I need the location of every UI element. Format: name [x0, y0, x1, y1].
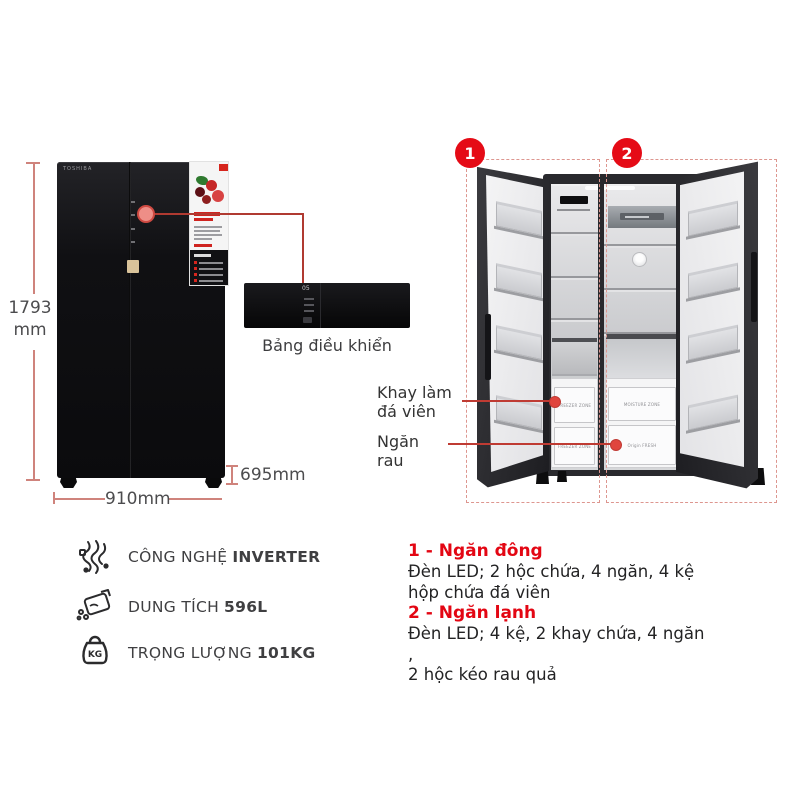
- freezer-shelf-edge: [551, 233, 598, 236]
- sticker-veg-art: [196, 176, 208, 185]
- fridge-shelf: [604, 288, 680, 290]
- ice-maker-drawer: FREEZER ZONE: [554, 387, 595, 423]
- callout-line: [154, 213, 303, 215]
- dim-cap: [226, 483, 238, 485]
- callout-line: [302, 213, 304, 283]
- compartment-specs: 1 - Ngăn đông Đèn LED; 2 hộc chứa, 4 ngă…: [408, 541, 708, 686]
- vegetable-leader-line: [448, 443, 612, 445]
- fridge-spec-title: 2 - Ngăn lạnh: [408, 603, 537, 623]
- sticker-tag: [219, 164, 228, 171]
- moisture-drawer: MOISTURE ZONE: [608, 387, 676, 421]
- panel-display-value: 05: [302, 285, 310, 292]
- fridge-shelf-edge: [604, 245, 680, 248]
- height-dim-line: [33, 163, 35, 294]
- ice-tray-dot: [549, 396, 561, 408]
- ice-tray-leader-line: [462, 400, 552, 402]
- door-emblem: [127, 260, 139, 273]
- door-handle: [485, 314, 491, 380]
- cooling-panel: [608, 206, 676, 228]
- freezer-door-open: [477, 162, 549, 489]
- width-dim-line: [169, 498, 222, 500]
- fridge-foot: [205, 477, 222, 488]
- vegetable-dot: [610, 439, 622, 451]
- dim-cap: [226, 465, 238, 467]
- freezer-display: [560, 196, 588, 204]
- fridge-foot: [60, 477, 77, 488]
- sticker-brand: [194, 244, 212, 247]
- freezer-drawer: FREEZER ZONE: [554, 427, 595, 465]
- brand-logo: TOSHIBA: [63, 166, 93, 172]
- weight-icon: KG: [76, 632, 114, 670]
- fridge-door-open: [676, 160, 758, 490]
- freezer-shelf-edge: [551, 277, 598, 280]
- fridge-zone-outline: [606, 159, 777, 503]
- dim-cap: [26, 479, 40, 481]
- door-handle: [751, 252, 757, 322]
- freezer-basket: [552, 338, 597, 376]
- inverter-icon: [76, 538, 114, 576]
- interior-logo-badge: [632, 252, 647, 267]
- depth-dim-value: 695mm: [240, 465, 306, 485]
- freezer-door-liner: [486, 175, 543, 472]
- control-panel-image: 05: [244, 283, 410, 328]
- fridge-shelf: [604, 244, 680, 246]
- sticker-spec-block: [190, 250, 228, 285]
- control-panel-caption: Bảng điều khiển: [262, 336, 392, 355]
- chiller-drawer: [606, 334, 678, 378]
- control-panel-callout-dot: [137, 205, 155, 223]
- sticker-headline: [194, 218, 213, 221]
- fridge-shelf-edge: [604, 289, 680, 292]
- sticker-berry-art: [195, 187, 205, 197]
- center-divider: [598, 184, 604, 472]
- dim-cap: [26, 162, 40, 164]
- zone-badge-1: 1: [455, 138, 485, 168]
- fridge-shelf: [604, 332, 680, 334]
- freezer-spec-title: 1 - Ngăn đông: [408, 541, 543, 561]
- door-gap: [129, 162, 131, 478]
- freezer-zone-outline: [466, 159, 600, 503]
- height-dim-unit: mm: [13, 320, 47, 340]
- height-dim-line: [33, 350, 35, 479]
- freezer-drawer-unit: FREEZER ZONE FREEZER ZONE: [551, 378, 598, 468]
- capacity-icon: [74, 586, 112, 624]
- depth-dim-line: [231, 466, 233, 483]
- sticker-berry-art: [212, 190, 224, 202]
- fridge-door-liner: [680, 171, 744, 467]
- svg-text:KG: KG: [88, 650, 102, 660]
- freezer-shelf: [551, 318, 598, 320]
- vegetable-label: Ngăn rau: [377, 432, 420, 470]
- product-sticker: [190, 162, 228, 285]
- width-dim-line: [55, 498, 105, 500]
- freezer-shelf-edge: [551, 319, 598, 322]
- freezer-shelf: [551, 276, 598, 278]
- dim-cap: [53, 492, 55, 504]
- door-display: [131, 201, 136, 243]
- sticker-berry-art: [202, 195, 211, 204]
- width-dim-value: 910mm: [105, 489, 171, 509]
- freezer-shelf: [551, 232, 598, 234]
- ice-tray-label: Khay làm đá viên: [377, 383, 452, 421]
- led-light: [585, 186, 635, 190]
- zone-badge-2: 2: [612, 138, 642, 168]
- height-dim-value: 1793: [8, 298, 52, 318]
- sticker-berry-art: [206, 180, 217, 191]
- fridge-foot: [557, 471, 567, 482]
